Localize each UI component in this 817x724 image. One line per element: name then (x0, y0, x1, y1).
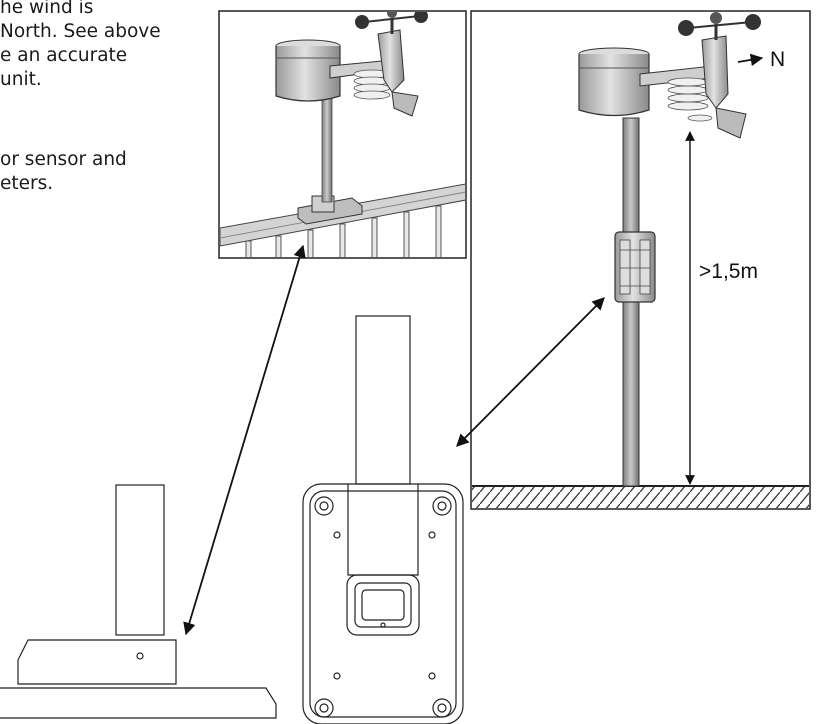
instruction-line: unit. (0, 69, 42, 90)
instruction-line: North. See above (0, 21, 161, 42)
height-label: >1,5m (699, 260, 758, 283)
bracket-side-view (0, 484, 277, 719)
north-label: N (770, 48, 785, 71)
bracket-front-view (302, 315, 464, 724)
pole-mount-inset: N >1,5m (470, 10, 811, 510)
instruction-line: or sensor and (0, 149, 127, 170)
instruction-line: eters. (0, 173, 54, 194)
railing-mount-inset (218, 10, 467, 259)
instruction-line: e an accurate (0, 45, 128, 66)
instruction-line: he wind is (0, 0, 94, 18)
connector-arrows (183, 244, 605, 636)
